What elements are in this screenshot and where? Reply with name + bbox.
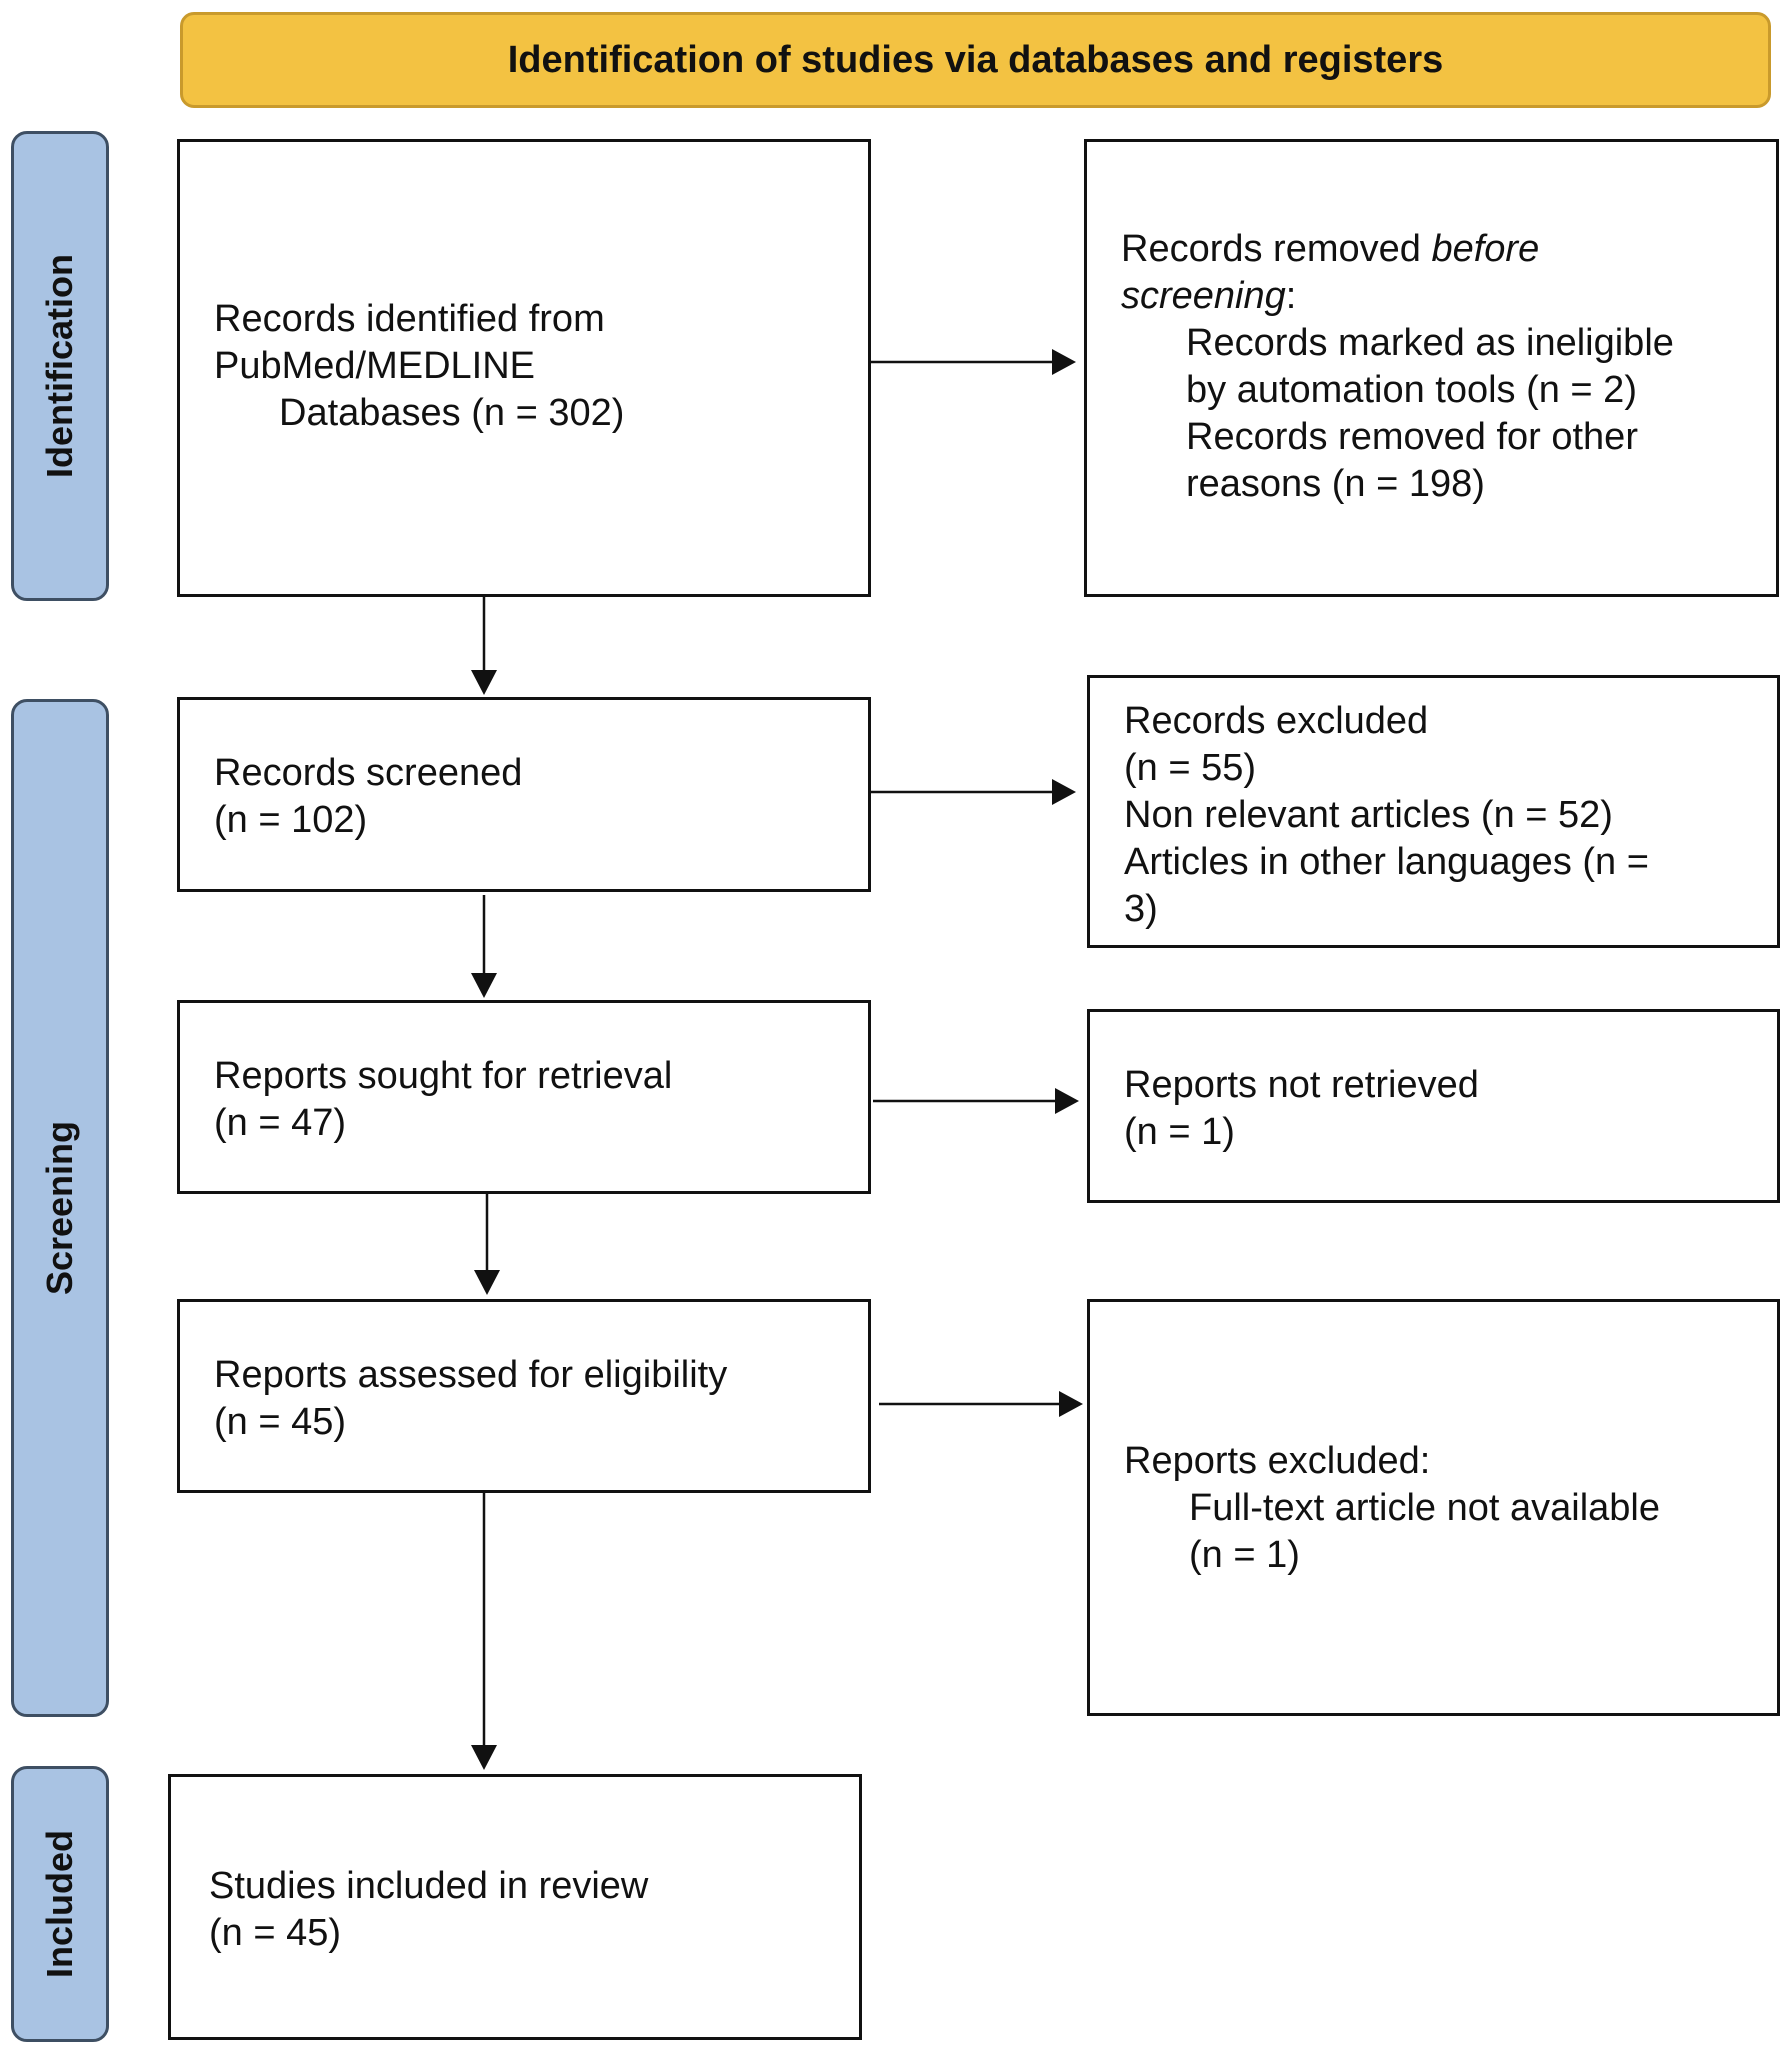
studies-included-line2: (n = 45) [209,1912,342,1954]
records-identified-line3: Databases (n = 302) [279,392,625,434]
box-reports-not-retrieved: Reports not retrieved (n = 1) [1087,1009,1780,1203]
phase-identification-label: Identification [39,254,80,478]
records-removed-heading-text: Records removed [1121,228,1432,270]
phase-included: Included [11,1766,109,2042]
box-reports-sought: Reports sought for retrieval (n = 47) [177,1000,871,1194]
arrow-sought-to-not-retrieved [873,1088,1079,1114]
phase-screening: Screening [11,699,109,1717]
records-removed-item1-line1: Records marked as ineligible [1186,322,1674,364]
arrow-identified-to-removed [871,349,1076,375]
arrow-screened-to-sought [471,895,497,998]
records-screened-line1: Records screened [214,752,523,794]
reports-excluded-line3: (n = 1) [1189,1534,1300,1576]
phase-screening-label: Screening [39,1120,80,1296]
reports-excluded-line2: Full-text article not available [1189,1487,1660,1529]
reports-assessed-line2: (n = 45) [214,1401,347,1443]
header-title: Identification of studies via databases … [507,38,1444,81]
box-reports-assessed: Reports assessed for eligibility (n = 45… [177,1299,871,1493]
reports-assessed-line1: Reports assessed for eligibility [214,1354,728,1396]
phase-included-label: Included [39,1829,80,1979]
box-records-screened: Records screened (n = 102) [177,697,871,892]
phase-identification: Identification [11,131,109,601]
records-removed-heading: Records removed before [1121,226,1756,273]
reports-sought-line2: (n = 47) [214,1102,347,1144]
records-removed-heading-colon: : [1285,275,1297,317]
arrow-screened-to-excluded [871,779,1076,805]
arrow-assessed-to-reports-excluded [879,1391,1083,1417]
records-removed-item2-line1: Records removed for other [1186,416,1638,458]
records-removed-heading-before: before [1431,228,1540,270]
records-excluded-line4: Articles in other languages (n = [1124,841,1649,883]
box-records-identified: Records identified from PubMed/MEDLINE D… [177,139,871,597]
reports-sought-line1: Reports sought for retrieval [214,1055,673,1097]
arrow-identified-to-screened [471,597,497,695]
records-removed-heading-line2: screening: [1121,273,1756,320]
records-removed-item2-line2: reasons (n = 198) [1186,463,1485,505]
studies-included-line1: Studies included in review [209,1865,649,1907]
reports-not-retrieved-line1: Reports not retrieved [1124,1064,1479,1106]
box-studies-included: Studies included in review (n = 45) [168,1774,862,2040]
header-banner: Identification of studies via databases … [180,12,1771,108]
arrow-sought-to-assessed [474,1194,500,1295]
records-identified-line2: PubMed/MEDLINE [214,345,536,387]
records-excluded-line1: Records excluded [1124,700,1429,742]
records-excluded-line5: 3) [1124,888,1158,930]
box-records-removed-before-screening: Records removed before screening: Record… [1084,139,1779,597]
arrow-assessed-to-included [471,1493,497,1770]
reports-not-retrieved-line2: (n = 1) [1124,1111,1235,1153]
records-excluded-line3: Non relevant articles (n = 52) [1124,794,1613,836]
reports-excluded-line1: Reports excluded: [1124,1440,1431,1482]
records-removed-heading-screening: screening [1121,275,1286,317]
box-reports-excluded: Reports excluded: Full-text article not … [1087,1299,1780,1716]
records-screened-line2: (n = 102) [214,799,368,841]
box-records-excluded: Records excluded (n = 55) Non relevant a… [1087,675,1780,948]
records-identified-line1: Records identified from [214,298,605,340]
records-excluded-line2: (n = 55) [1124,747,1257,789]
records-removed-item1-line2: by automation tools (n = 2) [1186,369,1637,411]
